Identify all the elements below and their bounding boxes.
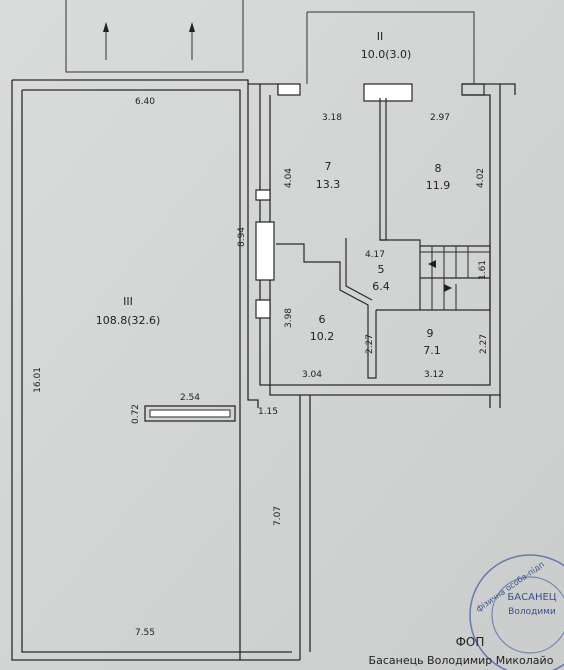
room-5-area: 6.4 bbox=[372, 280, 390, 293]
room-8-area: 11.9 bbox=[426, 179, 451, 192]
room-III-area: 108.8(32.6) bbox=[96, 314, 161, 327]
dim-hall-width: 4.17 bbox=[365, 250, 385, 260]
inner-walls bbox=[255, 83, 491, 379]
dim-room6-inner: 2.27 bbox=[365, 334, 375, 354]
room-6-area: 10.2 bbox=[310, 330, 335, 343]
dim-room7-height: 4.04 bbox=[284, 168, 294, 188]
dim-wall-short: 1.15 bbox=[258, 407, 278, 417]
room-7-area: 13.3 bbox=[316, 178, 341, 191]
dim-opening-width: 2.54 bbox=[180, 393, 200, 403]
dim-top-left-width: 6.40 bbox=[135, 97, 155, 107]
seal-line2: Володими bbox=[508, 607, 556, 617]
room-III-number: III bbox=[123, 295, 133, 308]
room-8-number: 8 bbox=[435, 162, 442, 175]
entrance-canopy bbox=[65, 0, 244, 73]
dim-corridor-height: 7.07 bbox=[273, 506, 283, 526]
dim-room6-height: 3.98 bbox=[284, 308, 294, 328]
dim-room8-width: 2.97 bbox=[430, 113, 450, 123]
room-9-area: 7.1 bbox=[423, 344, 441, 357]
dim-room6-width: 3.04 bbox=[302, 370, 322, 380]
floor-opening bbox=[144, 405, 236, 422]
dim-room9-width: 3.12 bbox=[424, 370, 444, 380]
room-6-number: 6 bbox=[319, 313, 326, 326]
dim-room8-height: 4.02 bbox=[476, 168, 486, 188]
dim-opening-depth: 0.72 bbox=[131, 404, 141, 424]
room-5-number: 5 bbox=[378, 263, 385, 276]
room-II-outline bbox=[306, 11, 475, 84]
seal-ring bbox=[469, 554, 564, 670]
stamp-owner: Басанець Володимир Миколайо bbox=[369, 654, 554, 667]
dim-left-height: 16.01 bbox=[33, 367, 43, 393]
dim-room9-right: 2.27 bbox=[479, 334, 489, 354]
room-9-number: 9 bbox=[427, 327, 434, 340]
room-7-number: 7 bbox=[325, 160, 332, 173]
dim-bottom-width: 7.55 bbox=[135, 628, 155, 638]
dim-stair-width: 1.61 bbox=[478, 260, 488, 280]
seal-name: БАСАНЕЦ bbox=[507, 592, 556, 603]
staircase bbox=[420, 246, 490, 310]
dim-wall-height: 8.94 bbox=[237, 227, 247, 247]
stamp-heading: ФОП bbox=[456, 635, 485, 649]
dim-room7-width: 3.18 bbox=[322, 113, 342, 123]
room-II-area: 10.0(3.0) bbox=[361, 48, 412, 61]
room-II-number: II bbox=[377, 30, 384, 43]
